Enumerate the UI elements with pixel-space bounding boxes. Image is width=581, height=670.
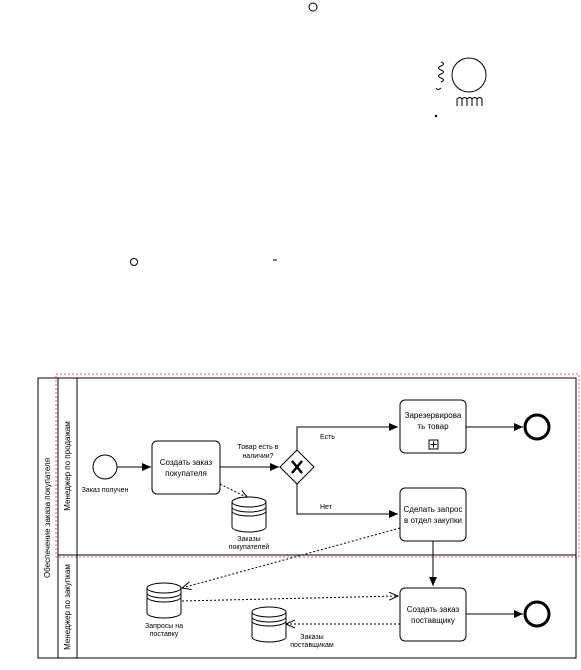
start-event-label: Заказ получен <box>82 487 129 494</box>
datastore-supplier-orders-line1: Заказы <box>300 634 323 641</box>
datastore-supply-requests-line1: Запросы на <box>145 623 183 630</box>
task-create-customer-order[interactable]: Создать заказ покупателя <box>151 440 221 495</box>
datastore-supply-requests-icon[interactable] <box>146 582 182 619</box>
lane-purchasing-label: Менеджер по закупкам <box>63 564 72 650</box>
flow-yes-label: Есть <box>320 434 335 441</box>
flow-gateway-yes[interactable] <box>296 423 398 450</box>
datastore-supplier-orders-line2: поставщикам <box>290 642 334 649</box>
subprocess-reserve-goods-line2: ть товар <box>417 422 449 431</box>
data-association-supply-requests-to-order[interactable] <box>181 596 398 602</box>
decorative-glyph-icon <box>435 57 487 106</box>
task-create-supplier-order-line1: Создать заказ <box>407 605 460 614</box>
task-create-supplier-order-line2: поставщику <box>411 616 455 625</box>
pool[interactable]: Обеспечение заказа покупателя <box>37 377 577 659</box>
lane-sales-label: Менеджер по продажам <box>63 421 72 511</box>
task-request-purchasing-line2: в отдел закупки <box>404 516 462 525</box>
data-association-request-to-supply-requests[interactable] <box>182 527 401 588</box>
gateway-x-icon <box>291 460 303 474</box>
datastore-supply-requests-line2: поставку <box>150 631 179 638</box>
datastore-customer-orders-icon[interactable] <box>231 496 267 533</box>
stray-artifacts <box>130 2 438 266</box>
start-event[interactable] <box>92 454 118 480</box>
data-association-customer-orders[interactable] <box>219 483 248 498</box>
subprocess-reserve-goods-line1: Зарезервирова <box>405 411 462 420</box>
end-event-sales[interactable] <box>523 413 551 441</box>
pool-selection-outline <box>55 373 580 558</box>
gateway-label-line1: Товар есть в <box>238 444 279 451</box>
task-create-customer-order-line1: Создать заказ <box>160 458 213 467</box>
task-request-purchasing-line1: Сделать запрос <box>404 505 463 514</box>
exclusive-gateway[interactable] <box>279 449 315 485</box>
datastore-customer-orders-line1: Заказы <box>237 536 260 543</box>
pool-label: Обеспечение заказа покупателя <box>43 458 52 578</box>
flow-gateway-no[interactable] <box>296 484 398 518</box>
task-request-purchasing[interactable]: Сделать запрос в отдел закупки <box>399 487 467 542</box>
expand-subprocess-icon[interactable] <box>428 439 439 450</box>
lane-purchasing[interactable]: Менеджер по закупкам <box>57 554 577 659</box>
end-event-purchasing[interactable] <box>523 600 551 628</box>
datastore-customer-orders-line2: покупателей <box>229 543 270 551</box>
datastore-supplier-orders-icon[interactable] <box>251 606 287 643</box>
task-create-customer-order-line2: покупателя <box>165 469 207 478</box>
subprocess-reserve-goods[interactable]: Зарезервирова ть товар <box>399 399 467 454</box>
gateway-label-line2: наличии? <box>242 453 273 460</box>
flow-no-label: Нет <box>320 504 333 511</box>
task-create-supplier-order[interactable]: Создать заказ поставщику <box>399 587 467 642</box>
